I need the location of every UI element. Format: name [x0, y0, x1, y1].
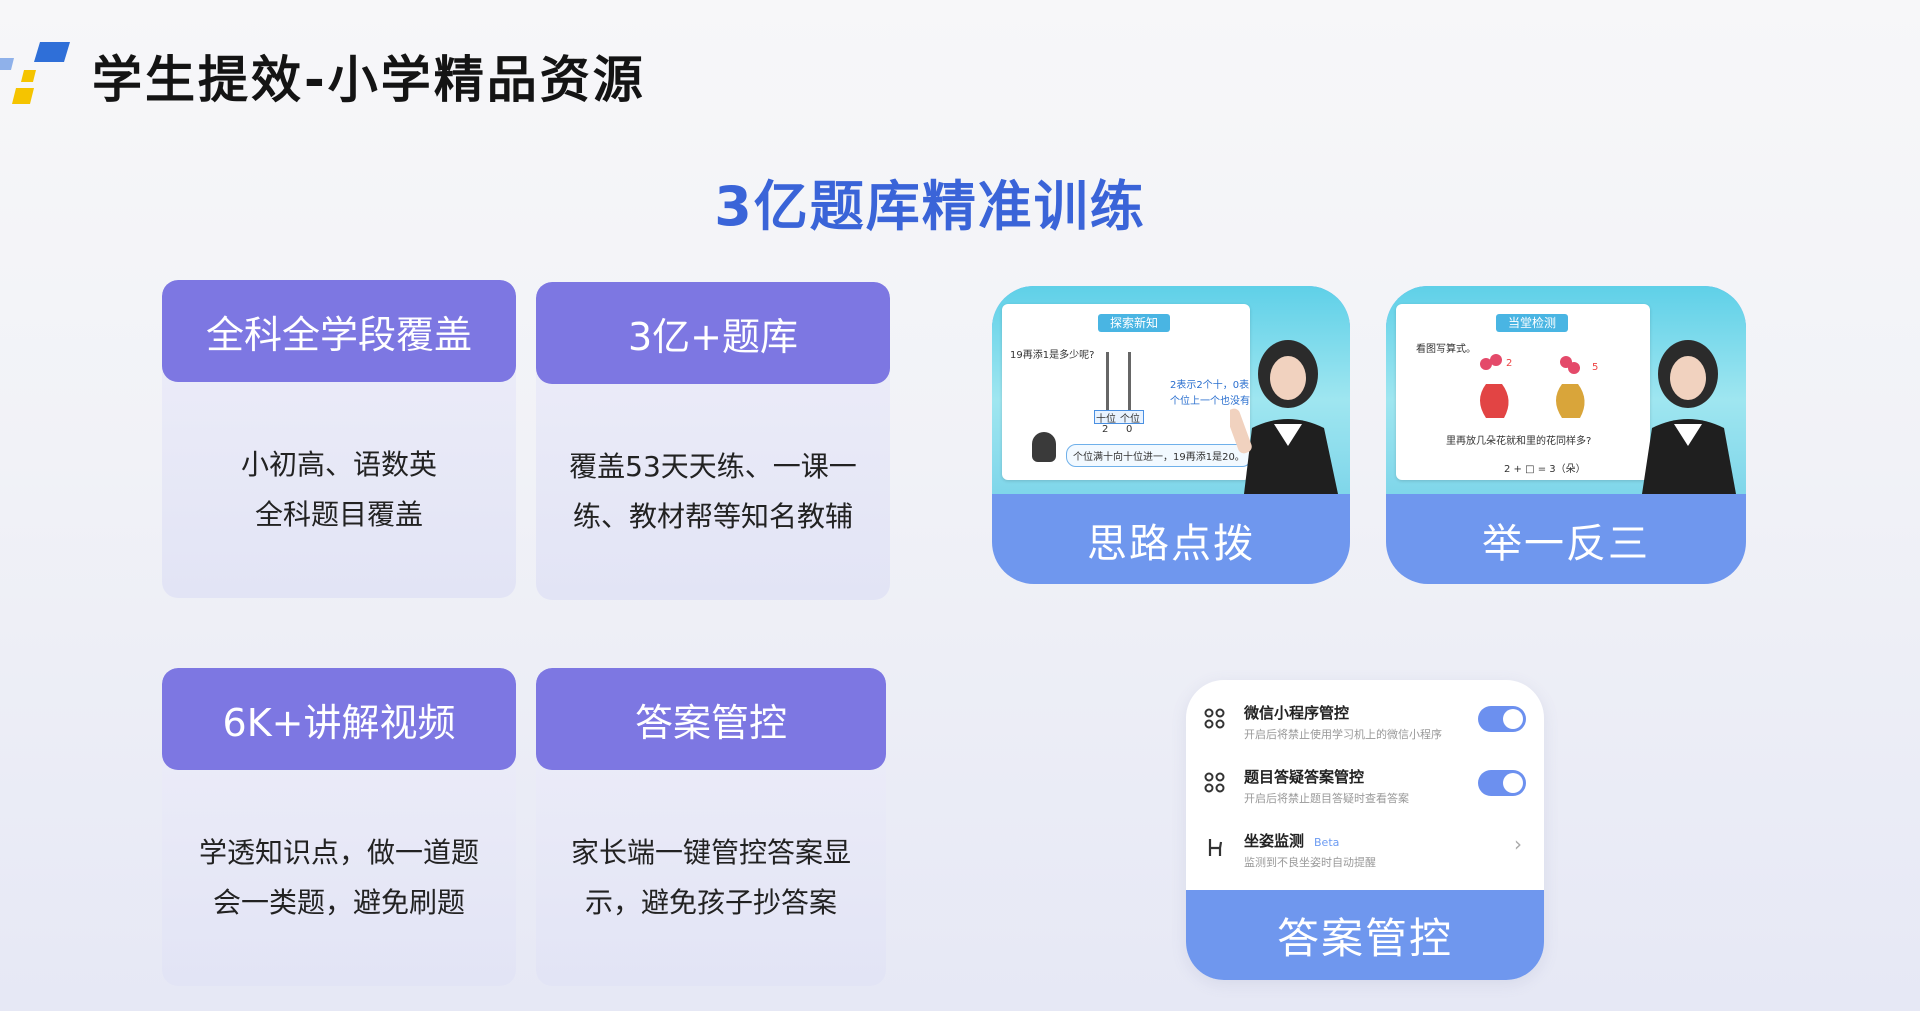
- video-caption: 思路点拨: [1087, 521, 1255, 567]
- control-desc: 开启后将禁止使用学习机上的微信小程序: [1244, 728, 1442, 741]
- card-title: 3亿+题库: [536, 282, 890, 384]
- card-body: 小初高、语数英 全科题目覆盖: [162, 382, 516, 598]
- card-line: 会一类题，避免刷题: [212, 886, 465, 919]
- abacus-rod: [1128, 352, 1131, 410]
- feature-card-coverage: 全科全学段覆盖 小初高、语数英 全科题目覆盖: [162, 280, 516, 598]
- control-row-wechat: 微信小程序管控 开启后将禁止使用学习机上的微信小程序: [1204, 700, 1526, 756]
- digit-label: 0: [1126, 424, 1133, 435]
- lesson-bubble: 个位满十向十位进一，19再添1是20。: [1066, 444, 1252, 467]
- wechat-control-toggle[interactable]: [1478, 706, 1526, 732]
- card-title: 答案管控: [536, 668, 886, 770]
- place-label: 个位: [1120, 414, 1140, 425]
- student-avatar-icon: [1032, 432, 1056, 462]
- chair-icon: [1208, 839, 1223, 856]
- gold-vase-icon: [1556, 356, 1585, 418]
- count-mark: 5: [1592, 362, 1599, 373]
- video-card-hint[interactable]: 探索新知 19再添1是多少呢? 十位 个位 2 0 2表示2个十，0表 个位上一…: [992, 286, 1350, 584]
- card-line: 练、教材帮等知名教辅: [572, 500, 853, 533]
- feature-card-answer-control: 答案管控 家长端一键管控答案显 示，避免孩子抄答案: [536, 668, 886, 986]
- card-body: 覆盖53天天练、一课一 练、教材帮等知名教辅: [536, 384, 890, 600]
- lesson-question: 看图写算式。: [1416, 344, 1476, 355]
- lesson-board: 探索新知 19再添1是多少呢? 十位 个位 2 0 2表示2个十，0表 个位上一…: [1002, 304, 1252, 480]
- place-label: 十位: [1096, 414, 1116, 425]
- control-row-answer: 题目答疑答案管控 开启后将禁止题目答疑时查看答案: [1204, 764, 1526, 820]
- card-body: 学透知识点，做一道题 会一类题，避免刷题: [162, 770, 516, 986]
- card-title: 全科全学段覆盖: [162, 280, 516, 382]
- card-body: 家长端一键管控答案显 示，避免孩子抄答案: [536, 770, 886, 986]
- lesson-note: 个位上一个也没有: [1170, 396, 1250, 407]
- control-title-text: 坐姿监测: [1244, 832, 1305, 850]
- card-line: 家长端一键管控答案显: [570, 836, 851, 869]
- panel-caption: 答案管控: [1186, 890, 1544, 980]
- lesson-equation: 2 + □ = 3（朵）: [1504, 464, 1586, 475]
- beta-badge: Beta: [1314, 836, 1340, 849]
- feature-card-videos: 6K+讲解视频 学透知识点，做一道题 会一类题，避免刷题: [162, 668, 516, 986]
- card-line: 学透知识点，做一道题: [198, 836, 479, 869]
- teacher-figure-icon: [1230, 340, 1338, 494]
- abacus-rod: [1106, 352, 1109, 410]
- brand-logo-icon: [0, 42, 70, 104]
- abacus-base: [1094, 410, 1144, 424]
- lesson-banner: 探索新知: [1098, 314, 1171, 332]
- control-row-posture[interactable]: 坐姿监测 Beta 监测到不良坐姿时自动提醒 ›: [1204, 828, 1526, 884]
- card-line: 示，避免孩子抄答案: [584, 886, 837, 919]
- section-title: 3亿题库精准训练: [714, 175, 1146, 238]
- lesson-note: 2表示2个十，0表: [1170, 380, 1250, 391]
- apps-grid-icon: [1204, 708, 1225, 729]
- card-title: 6K+讲解视频: [162, 668, 516, 770]
- control-desc: 开启后将禁止题目答疑时查看答案: [1244, 792, 1409, 805]
- card-line: 小初高、语数英: [240, 448, 437, 481]
- feature-card-question-bank: 3亿+题库 覆盖53天天练、一课一 练、教材帮等知名教辅: [536, 282, 890, 600]
- lesson-banner: 当堂检测: [1496, 314, 1569, 332]
- digit-label: 2: [1102, 424, 1109, 435]
- page-title: 学生提效-小学精品资源: [92, 51, 646, 109]
- count-mark: 2: [1506, 358, 1513, 369]
- control-title: 题目答疑答案管控: [1244, 768, 1365, 786]
- lesson-prompt: 里再放几朵花就和里的花同样多?: [1446, 436, 1592, 447]
- lesson-board: 当堂检测 看图写算式。 2 5 里再放几朵花就和里的花同样多? 2 + □ = …: [1396, 304, 1650, 480]
- apps-grid-icon: [1204, 772, 1225, 793]
- red-vase-icon: [1480, 354, 1509, 418]
- card-line: 全科题目覆盖: [254, 498, 423, 531]
- video-thumbnail: 当堂检测 看图写算式。 2 5 里再放几朵花就和里的花同样多? 2 + □ = …: [1386, 286, 1746, 494]
- video-thumbnail: 探索新知 19再添1是多少呢? 十位 个位 2 0 2表示2个十，0表 个位上一…: [992, 286, 1350, 494]
- answer-control-panel: 微信小程序管控 开启后将禁止使用学习机上的微信小程序 题目答疑答案管控 开启后将…: [1186, 680, 1544, 980]
- chevron-right-icon[interactable]: ›: [1514, 832, 1522, 856]
- card-line: 覆盖53天天练、一课一: [569, 450, 857, 483]
- teacher-figure-icon: [1642, 340, 1736, 494]
- video-caption: 举一反三: [1482, 521, 1650, 567]
- control-desc: 监测到不良坐姿时自动提醒: [1244, 856, 1376, 869]
- control-title: 微信小程序管控: [1244, 704, 1350, 722]
- control-title: 坐姿监测 Beta: [1244, 830, 1339, 851]
- lesson-question: 19再添1是多少呢?: [1010, 350, 1095, 361]
- video-card-practice[interactable]: 当堂检测 看图写算式。 2 5 里再放几朵花就和里的花同样多? 2 + □ = …: [1386, 286, 1746, 584]
- answer-control-toggle[interactable]: [1478, 770, 1526, 796]
